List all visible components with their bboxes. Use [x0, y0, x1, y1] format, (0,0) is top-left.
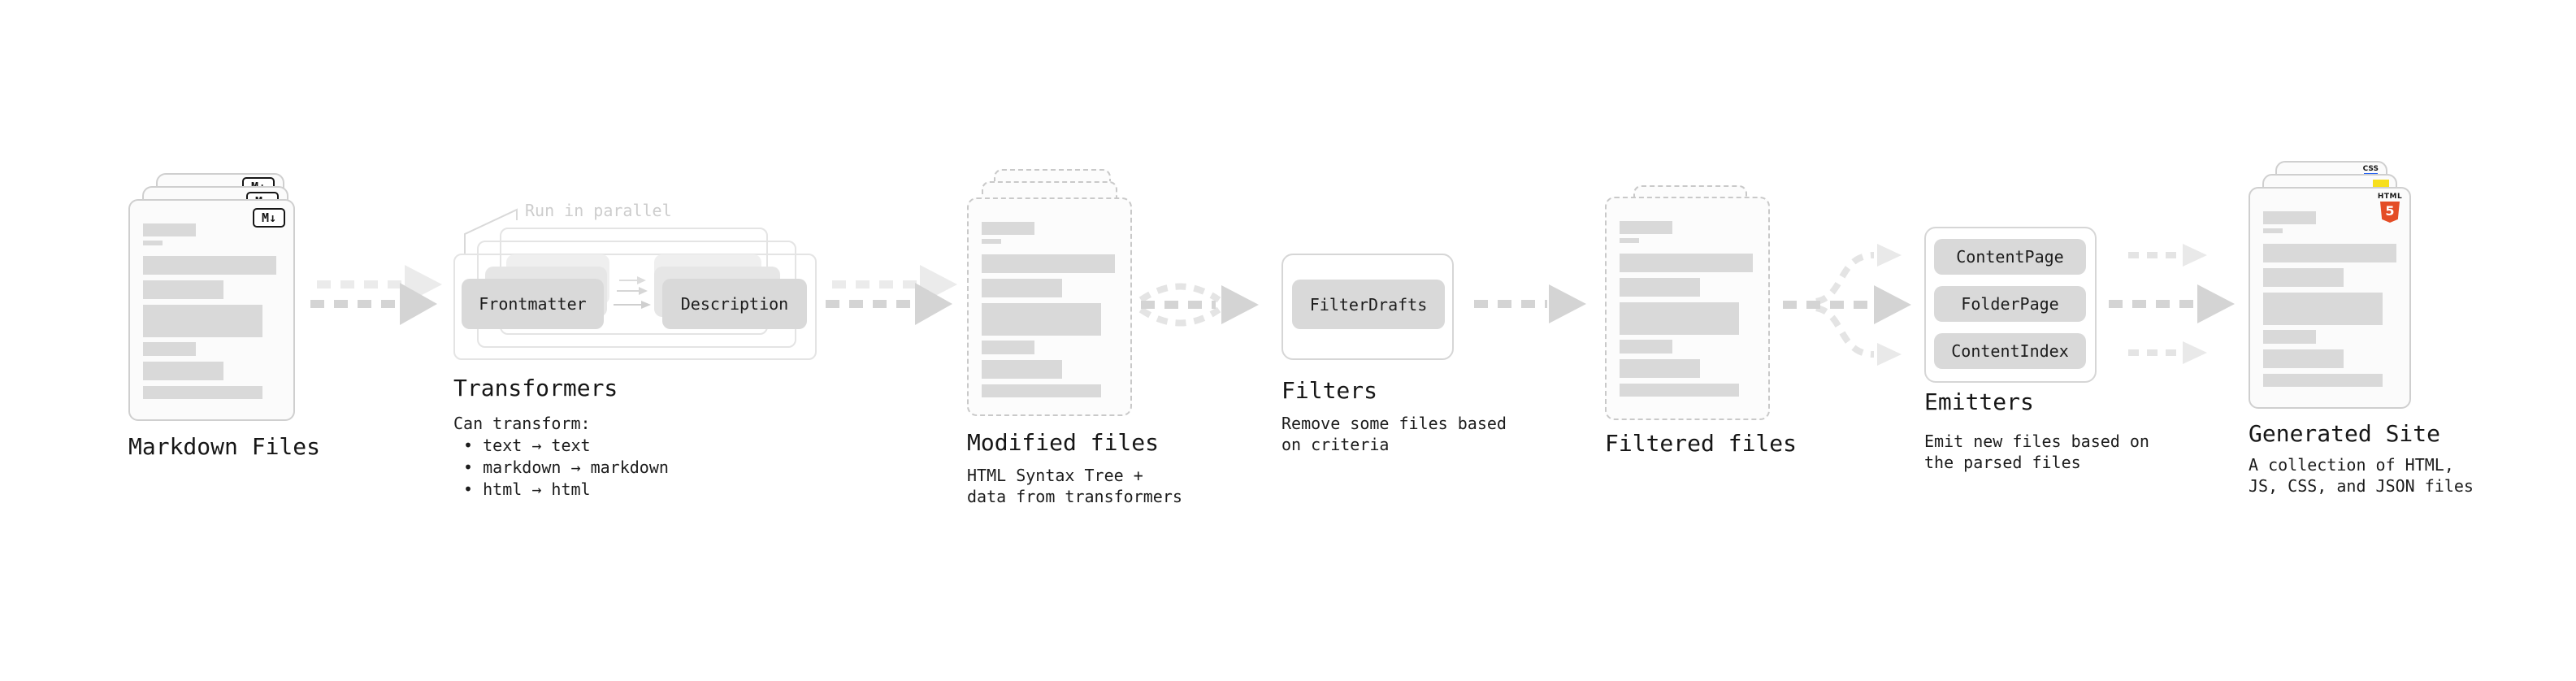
- frontmatter-pill: Frontmatter: [462, 279, 604, 329]
- text-bar: [1620, 359, 1700, 378]
- markdown-icon: M↓: [253, 208, 285, 228]
- arrow-modified-to-filters: [1138, 283, 1259, 327]
- text-bar: [2263, 244, 2396, 262]
- arrow-filtered-to-emitters: [1783, 244, 1911, 366]
- file-card-front: [1605, 197, 1770, 420]
- text-bar: [1620, 238, 1639, 243]
- stage-title-emitters: Emitters: [1924, 388, 2034, 415]
- stage-title-transformers: Transformers: [453, 375, 618, 401]
- transformers-description: Can transform: • text → text • markdown …: [453, 413, 669, 501]
- desc-line: on criteria: [1281, 435, 1390, 454]
- text-bar: [2263, 330, 2316, 344]
- filter-drafts-pill: FilterDrafts: [1292, 280, 1445, 329]
- document-text-bars: [1620, 221, 1762, 412]
- text-bar: [2263, 268, 2344, 287]
- desc-line: data from transformers: [967, 487, 1182, 506]
- text-bar: [982, 340, 1034, 354]
- css-icon-label: CSS: [2362, 165, 2379, 173]
- desc-line: HTML Syntax Tree +: [967, 466, 1143, 485]
- text-bar: [982, 222, 1034, 235]
- transformer-frame-front: [453, 254, 817, 360]
- run-in-parallel-label: Run in parallel: [525, 201, 672, 220]
- text-bar: [143, 223, 196, 236]
- text-bar: [982, 279, 1062, 297]
- desc-line: Emit new files based on: [1924, 432, 2149, 451]
- text-bar: [2263, 293, 2383, 325]
- document-text-bars: [982, 222, 1124, 408]
- modified-files-description: HTML Syntax Tree + data from transformer…: [967, 465, 1182, 507]
- text-bar: [143, 386, 262, 399]
- emitters-description: Emit new files based on the parsed files: [1924, 431, 2149, 473]
- text-bar: [982, 254, 1115, 273]
- folder-page-pill: FolderPage: [1934, 286, 2086, 322]
- document-text-bars: [143, 223, 287, 413]
- text-bar: [2263, 374, 2383, 387]
- desc-line: JS, CSS, and JSON files: [2249, 476, 2474, 496]
- markdown-icon-label: M↓: [261, 210, 277, 225]
- text-bar: [2263, 349, 2344, 368]
- text-bar: [143, 342, 196, 356]
- desc-line: A collection of HTML,: [2249, 455, 2454, 475]
- desc-line: • html → html: [453, 479, 591, 499]
- text-bar: [143, 305, 262, 337]
- text-bar: [143, 256, 276, 275]
- generated-site-description: A collection of HTML, JS, CSS, and JSON …: [2249, 454, 2474, 497]
- text-bar: [2263, 228, 2283, 233]
- text-bar: [143, 362, 223, 380]
- desc-line: • markdown → markdown: [453, 458, 669, 477]
- desc-line: • text → text: [453, 436, 591, 455]
- text-bar: [982, 360, 1062, 379]
- content-page-pill: ContentPage: [1934, 239, 2086, 275]
- file-card-front: M↓: [128, 199, 295, 421]
- text-bar: [143, 280, 223, 299]
- filters-description: Remove some files based on criteria: [1281, 413, 1507, 455]
- stage-title-markdown-files: Markdown Files: [128, 433, 321, 460]
- desc-line: Can transform:: [453, 414, 591, 433]
- arrow-emitters-to-generated: [2109, 244, 2235, 364]
- text-bar: [143, 241, 163, 245]
- html5-icon-number: 5: [2385, 203, 2395, 219]
- desc-line: Remove some files based: [1281, 414, 1507, 433]
- stage-title-filters: Filters: [1281, 377, 1378, 404]
- stage-title-filtered-files: Filtered files: [1605, 430, 1798, 457]
- text-bar: [1620, 302, 1739, 335]
- text-bar: [1620, 221, 1672, 234]
- file-card-front: [967, 197, 1132, 416]
- html5-icon: HTML 5: [2377, 193, 2403, 223]
- text-bar: [2263, 211, 2316, 224]
- text-bar: [1620, 384, 1739, 397]
- text-bar: [982, 239, 1001, 244]
- text-bar: [982, 303, 1101, 336]
- document-text-bars: [2263, 211, 2403, 401]
- desc-line: the parsed files: [1924, 453, 2081, 472]
- html5-icon-label: HTML: [2377, 193, 2403, 201]
- text-bar: [1620, 278, 1700, 297]
- arrow-filters-to-filtered: [1474, 284, 1586, 323]
- html5-icon-shield: 5: [2380, 202, 2400, 223]
- text-bar: [1620, 254, 1753, 272]
- file-card-front: HTML 5: [2249, 187, 2411, 409]
- description-pill: Description: [662, 279, 807, 329]
- arrow-transformers-to-modified: [826, 265, 957, 325]
- text-bar: [1620, 340, 1672, 354]
- content-index-pill: ContentIndex: [1934, 333, 2086, 369]
- arrow-markdown-to-transformers: [310, 265, 442, 325]
- stage-title-generated-site: Generated Site: [2249, 420, 2441, 447]
- stage-title-modified-files: Modified files: [967, 429, 1160, 456]
- text-bar: [982, 384, 1101, 397]
